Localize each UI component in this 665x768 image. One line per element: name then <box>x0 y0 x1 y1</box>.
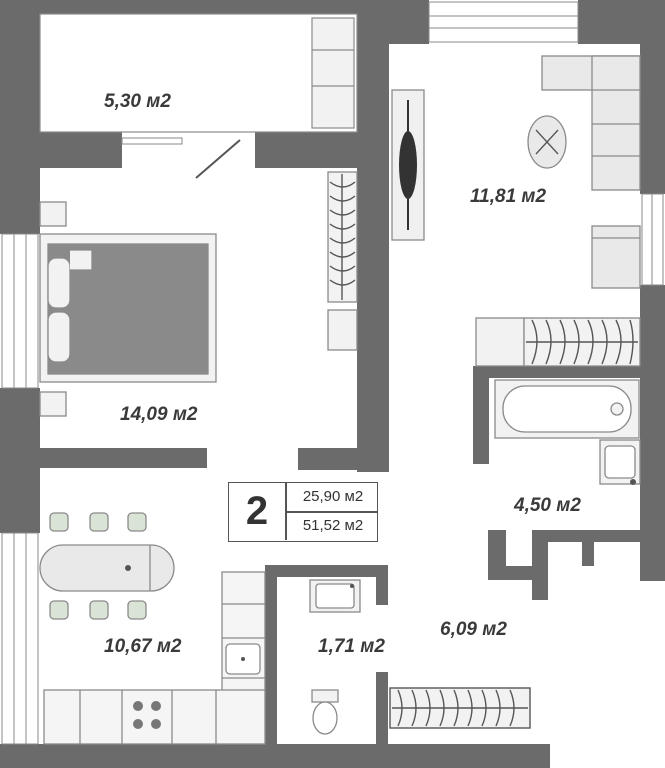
total-area-value: 51,52 м2 <box>302 517 364 534</box>
bathroom-area-label: 4,50 м2 <box>514 495 581 516</box>
hallway-area-label: 6,09 м2 <box>440 619 507 640</box>
summary-divider-horizontal <box>286 511 378 513</box>
balcony-door <box>121 137 241 179</box>
rooms-count: 2 <box>245 489 269 533</box>
balcony-area-label: 5,30 м2 <box>104 91 171 112</box>
bedroom-furniture <box>39 171 358 417</box>
living-radiator-fins <box>526 319 638 365</box>
balcony-frame <box>39 13 358 133</box>
windows <box>1 1 664 745</box>
bedroom-radiator-fins <box>329 174 356 300</box>
living-furniture <box>391 55 641 367</box>
toilet-area-label: 1,71 м2 <box>318 636 385 657</box>
bathroom-fixtures <box>494 379 641 485</box>
living-room-area-label: 11,81 м2 <box>470 186 547 207</box>
apartment-summary-box: 2 25,90 м2 51,52 м2 <box>228 482 378 542</box>
toilet-fixtures <box>309 579 361 735</box>
kitchen-furniture <box>39 512 266 745</box>
hallway-radiator <box>389 687 531 729</box>
bedroom-area-label: 14,09 м2 <box>120 404 198 425</box>
kitchen-area-label: 10,67 м2 <box>104 636 182 657</box>
living-area-value: 25,90 м2 <box>302 488 364 505</box>
summary-divider-vertical <box>285 483 287 540</box>
